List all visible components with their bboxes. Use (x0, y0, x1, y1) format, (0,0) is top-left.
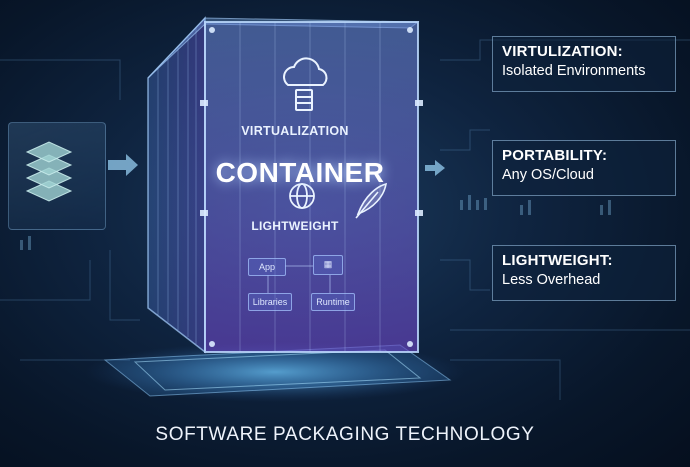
footer-caption: SOFTWARE PACKAGING TECHNOLOGY (155, 424, 535, 445)
container-top-label: VIRTUALIZATION (241, 124, 349, 138)
app-chip-label: App (258, 262, 275, 272)
feature-subtitle: Any OS/Cloud (502, 167, 594, 183)
app-chip: App (248, 258, 286, 276)
feature-title: PORTABILITY: (502, 147, 608, 164)
runtime-chip-label: Runtime (316, 297, 350, 307)
cloud-server-icon (283, 57, 328, 111)
container-main-label: CONTAINER (215, 157, 385, 188)
container-bottom-label: LIGHTWEIGHT (251, 219, 339, 233)
feather-icon (355, 182, 387, 219)
feature-box-lightweight: LIGHTWEIGHT: Less Overhead (492, 245, 676, 301)
chip-icon: ▦ (313, 255, 343, 275)
feature-subtitle: Less Overhead (502, 272, 601, 288)
feature-box-portability: PORTABILITY: Any OS/Cloud (492, 140, 676, 196)
globe-icon (289, 183, 315, 209)
feature-title: VIRTULIZATION: (502, 43, 623, 60)
libraries-chip-label: Libraries (252, 297, 288, 307)
stack-panel (8, 122, 106, 230)
runtime-chip: Runtime (311, 293, 355, 311)
feature-box-virtualization: VIRTULIZATION: Isolated Environments (492, 36, 676, 92)
libraries-chip: Libraries (248, 293, 292, 311)
feature-title: LIGHTWEIGHT: (502, 252, 613, 269)
layers-stack-icon (25, 141, 73, 202)
feature-subtitle: Isolated Environments (502, 63, 646, 79)
